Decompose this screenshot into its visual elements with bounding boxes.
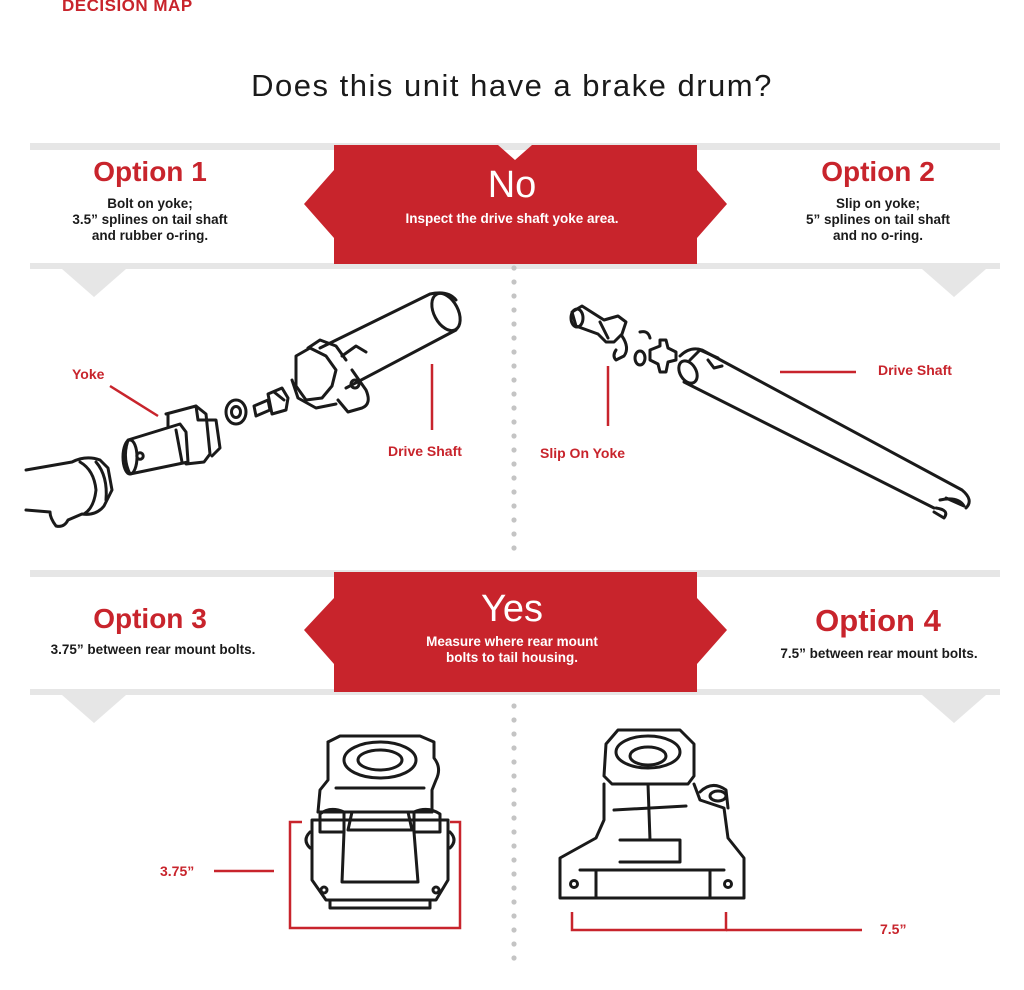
option2-description: Slip on yoke; 5” splines on tail shaft a…: [758, 196, 998, 244]
drive-shaft-label-2: Drive Shaft: [878, 362, 952, 378]
bolt-on-yoke-illustration: [24, 291, 462, 528]
option4-title: Option 4: [815, 603, 941, 638]
option1-desc-line: Bolt on yoke;: [107, 196, 193, 211]
option4-description: 7.5” between rear mount bolts.: [780, 646, 978, 661]
option2-desc-line: Slip on yoke;: [835, 196, 920, 211]
leader-lines-top: [109, 364, 856, 430]
option2-desc-line: 5” splines on tail shaft: [805, 212, 951, 227]
dotted-divider-bottom: [511, 703, 517, 961]
measure-bracket-375: [214, 820, 462, 930]
housing-75-illustration: [558, 728, 746, 900]
option2-title: Option 2: [821, 156, 935, 187]
slip-on-yoke-illustration: [569, 304, 971, 520]
option1-title: Option 1: [93, 156, 207, 187]
drive-shaft-label-1: Drive Shaft: [388, 443, 462, 459]
option1-desc-line: 3.5” splines on tail shaft: [72, 212, 228, 227]
housing-375-illustration: [304, 734, 456, 910]
no-banner-title: No: [487, 164, 537, 206]
yoke-label: Yoke: [72, 366, 105, 382]
dotted-divider-top: [511, 265, 517, 551]
option1-desc-line: and rubber o-ring.: [91, 228, 209, 243]
yes-banner-title: Yes: [481, 588, 543, 630]
yes-banner-subtitle-line: Measure where rear mount: [426, 634, 598, 649]
yes-banner: [304, 572, 727, 692]
no-banner-subtitle: Inspect the drive shaft yoke area.: [405, 211, 619, 226]
measure-bracket-75: [570, 912, 862, 932]
yes-banner-subtitle: Measure where rear mount bolts to tail h…: [330, 634, 694, 666]
header-label: DECISION MAP: [62, 0, 193, 15]
yes-banner-subtitle-line: bolts to tail housing.: [446, 650, 578, 665]
option2-desc-line: and no o-ring.: [833, 228, 923, 243]
measure-label-375: 3.75”: [160, 863, 195, 879]
option1-description: Bolt on yoke; 3.5” splines on tail shaft…: [30, 196, 270, 244]
option3-description: 3.75” between rear mount bolts.: [50, 642, 256, 657]
no-banner: [304, 145, 727, 264]
question-title: Does this unit have a brake drum?: [251, 68, 773, 103]
option3-title: Option 3: [93, 603, 207, 634]
measure-label-75: 7.5”: [880, 921, 907, 937]
slip-on-yoke-label: Slip On Yoke: [540, 445, 626, 461]
